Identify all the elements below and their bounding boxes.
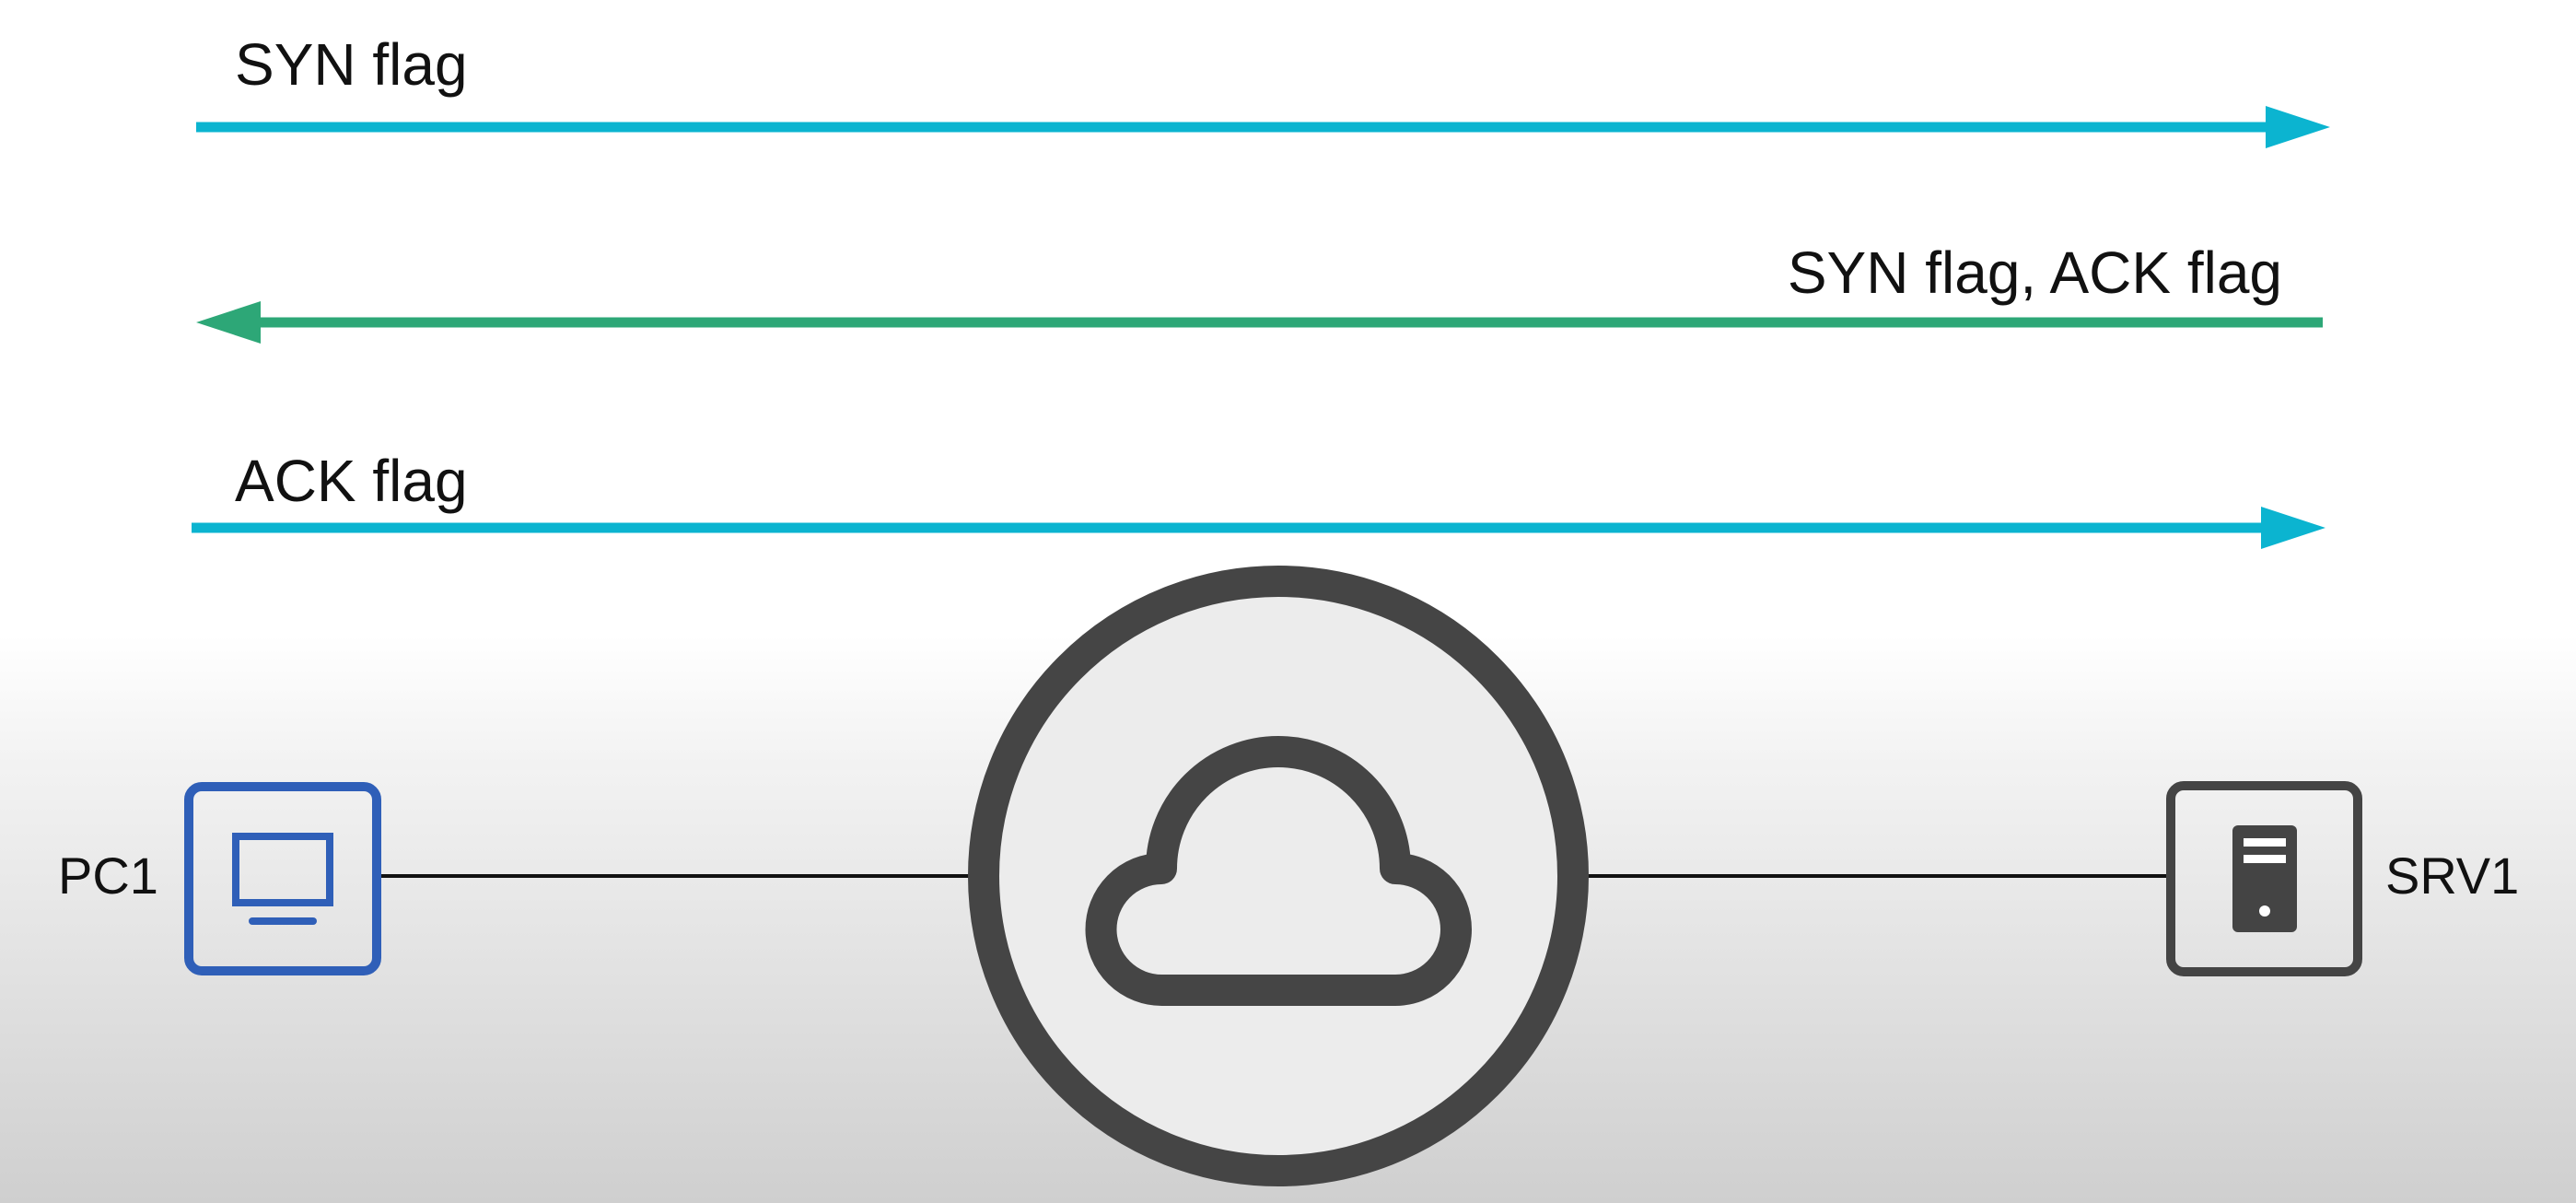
ack-arrow-head [2261, 507, 2325, 549]
cloud-icon [968, 566, 1589, 1186]
syn-message: SYN flag [196, 31, 2330, 148]
server-icon [2166, 781, 2362, 976]
syn-ack-arrow-head [196, 301, 261, 344]
pc1-label: PC1 [58, 847, 158, 905]
syn-arrow-head [2266, 106, 2330, 148]
computer-icon [184, 782, 381, 975]
ack-label: ACK flag [235, 448, 468, 514]
syn-ack-label: SYN flag, ACK flag [1788, 239, 2282, 306]
ack-message: ACK flag [192, 448, 2325, 549]
syn-ack-message: SYN flag, ACK flag [196, 239, 2323, 344]
syn-label: SYN flag [235, 31, 468, 98]
srv1-label: SRV1 [2385, 847, 2519, 905]
